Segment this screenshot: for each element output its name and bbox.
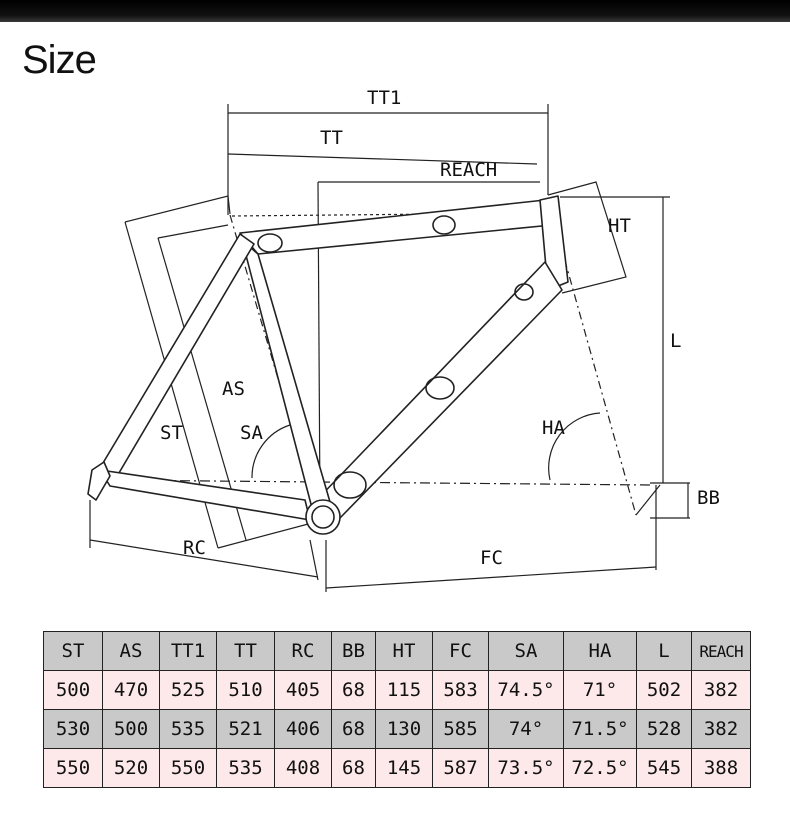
table-row: 500 470 525 510 405 68 115 583 74.5° 71°… (43, 670, 751, 710)
table-cell: 68 (331, 748, 376, 788)
table-cell: 382 (691, 709, 751, 749)
table-cell: 71.5° (563, 709, 637, 749)
page-title: Size (22, 38, 97, 82)
table-cell: 550 (159, 748, 217, 788)
table-cell: 406 (274, 709, 332, 749)
size-spec-table: ST AS TT1 TT RC BB HT FC SA HA L REACH 5… (43, 631, 751, 788)
header-cell: HT (375, 631, 433, 671)
table-cell: 72.5° (563, 748, 637, 788)
table-cell: 521 (216, 709, 275, 749)
table-cell: 388 (691, 748, 751, 788)
table-cell: 525 (159, 670, 217, 710)
table-cell: 73.5° (488, 748, 564, 788)
table-cell: 545 (636, 748, 692, 788)
label-ha: HA (542, 417, 565, 439)
label-tt1: TT1 (367, 87, 401, 109)
label-reach: REACH (440, 159, 497, 181)
table-cell: 68 (331, 670, 376, 710)
header-cell: ST (43, 631, 103, 671)
label-bb: BB (697, 487, 720, 509)
table-cell: 535 (159, 709, 217, 749)
header-cell: TT (216, 631, 275, 671)
table-header-row: ST AS TT1 TT RC BB HT FC SA HA L REACH (43, 631, 751, 671)
label-as: AS (222, 378, 245, 400)
header-cell: BB (331, 631, 376, 671)
table-cell: 535 (216, 748, 275, 788)
table-row: 550 520 550 535 408 68 145 587 73.5° 72.… (43, 748, 751, 788)
table-cell: 382 (691, 670, 751, 710)
table-cell: 74.5° (488, 670, 564, 710)
table-cell: 502 (636, 670, 692, 710)
table-cell: 405 (274, 670, 332, 710)
table-cell: 500 (43, 670, 103, 710)
table-row: 530 500 535 521 406 68 130 585 74° 71.5°… (43, 709, 751, 749)
label-l: L (670, 330, 681, 352)
table-cell: 470 (102, 670, 160, 710)
header-cell: AS (102, 631, 160, 671)
table-cell: 528 (636, 709, 692, 749)
header-cell: HA (563, 631, 637, 671)
label-tt: TT (320, 127, 343, 149)
header-cell: L (636, 631, 692, 671)
table-cell: 130 (375, 709, 433, 749)
label-st: ST (160, 422, 183, 444)
table-cell: 510 (216, 670, 275, 710)
table-cell: 587 (432, 748, 489, 788)
table-cell: 71° (563, 670, 637, 710)
table-cell: 500 (102, 709, 160, 749)
header-cell: REACH (691, 631, 751, 671)
frame-geometry-diagram: TT1 TT REACH HT L AS ST SA HA BB RC FC (87, 87, 720, 592)
table-cell: 550 (43, 748, 103, 788)
table-cell: 583 (432, 670, 489, 710)
label-rc: RC (183, 537, 206, 559)
table-cell: 68 (331, 709, 376, 749)
table-cell: 585 (432, 709, 489, 749)
header-cell: FC (432, 631, 489, 671)
header-cell: SA (488, 631, 564, 671)
table-cell: 530 (43, 709, 103, 749)
label-ht: HT (608, 215, 631, 237)
header-cell: RC (274, 631, 332, 671)
table-cell: 520 (102, 748, 160, 788)
header-cell: TT1 (159, 631, 217, 671)
label-fc: FC (480, 547, 503, 569)
label-sa: SA (240, 422, 263, 444)
table-cell: 115 (375, 670, 433, 710)
table-cell: 145 (375, 748, 433, 788)
top-banner-bar (0, 0, 790, 22)
table-cell: 408 (274, 748, 332, 788)
table-cell: 74° (488, 709, 564, 749)
